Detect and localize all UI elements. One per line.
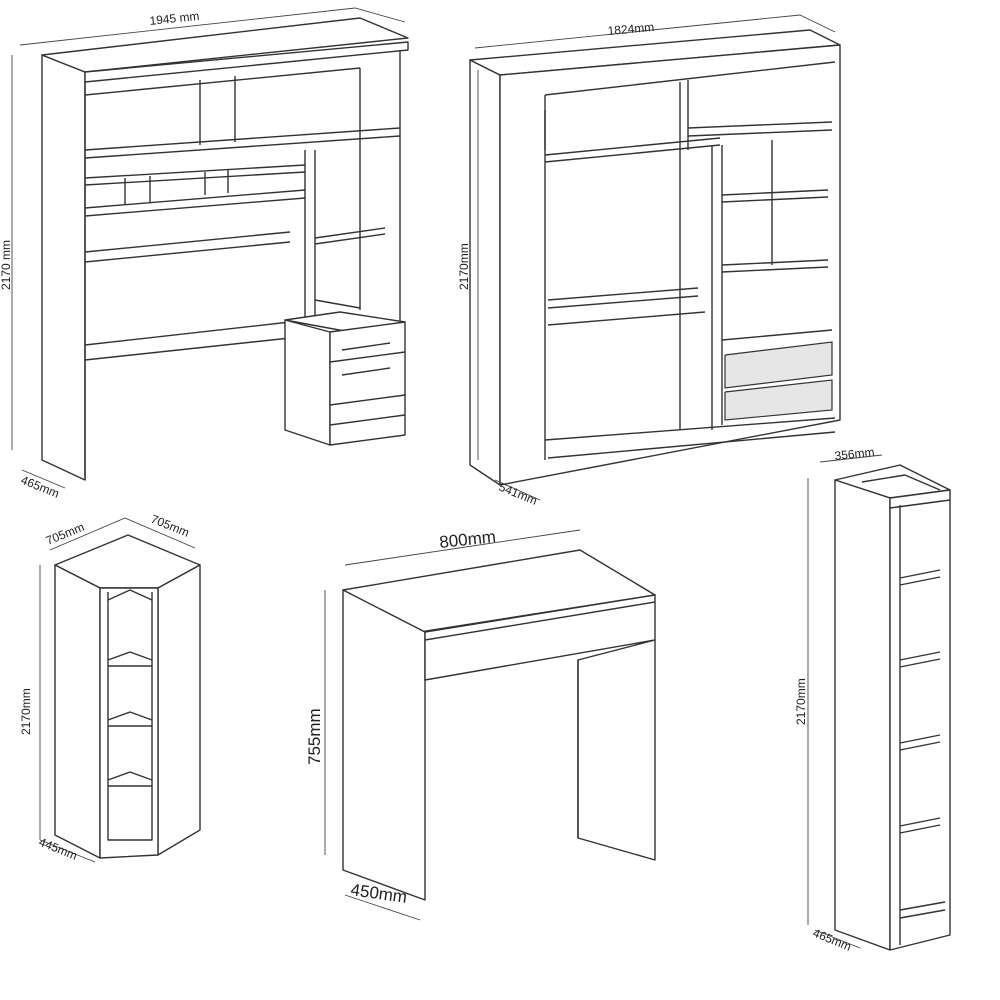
- wardrobe-depth-label: 541mm: [497, 480, 539, 508]
- bookcase-width-label: 356mm: [834, 445, 875, 463]
- corner-right-width-label: 705mm: [149, 512, 191, 540]
- desk-hutch-height-label: 2170 mm: [0, 240, 13, 290]
- dressing-table-width-label: 800mm: [438, 527, 496, 552]
- corner-height-label: 2170mm: [19, 688, 33, 735]
- desk-hutch-depth-label: 465mm: [19, 473, 61, 501]
- corner-cabinet-drawing: [39, 517, 201, 863]
- dressing-table-drawing: [324, 529, 656, 921]
- wardrobe-drawing: [469, 14, 841, 501]
- desk-hutch-width-label: 1945 mm: [149, 9, 200, 28]
- desk-hutch-drawing: [11, 7, 409, 489]
- wardrobe-width-label: 1824mm: [607, 20, 655, 38]
- dressing-table-height-label: 755mm: [305, 708, 324, 765]
- bookcase-drawing: [807, 454, 951, 951]
- wardrobe-height-label: 2170mm: [457, 243, 471, 290]
- bookcase-height-label: 2170mm: [794, 678, 808, 725]
